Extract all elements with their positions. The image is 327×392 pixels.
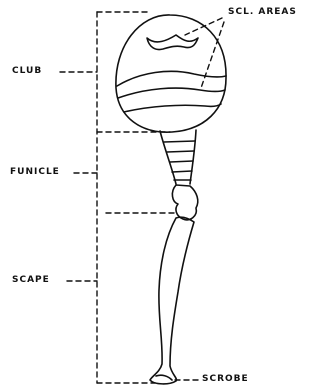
club-outline [116, 15, 226, 132]
funicle-segment-3 [170, 161, 193, 162]
funicle-left-edge [160, 131, 176, 184]
label-scl-areas: SCL. AREAS [228, 7, 297, 17]
scape [150, 217, 194, 384]
label-scrobe: SCROBE [202, 374, 249, 384]
club [116, 15, 226, 132]
funicle-segment-2 [167, 151, 194, 152]
scl-leader-1 [185, 18, 222, 35]
funicle-segment-4 [172, 171, 192, 172]
sclerotized-area-patch [147, 35, 198, 50]
bracket-lines [60, 12, 224, 383]
funicle [160, 130, 196, 184]
label-funicle: FUNICLE [10, 167, 60, 177]
club-band-2 [118, 88, 225, 98]
scrobe-fold [156, 375, 172, 380]
pedicel [172, 185, 197, 220]
label-club: CLUB [12, 66, 42, 76]
club-band-1 [117, 71, 226, 86]
funicle-segment-1 [164, 141, 195, 142]
club-band-3 [124, 104, 221, 112]
label-scape: SCAPE [12, 275, 50, 285]
funicle-right-edge [190, 130, 196, 184]
scl-leader-2 [201, 22, 224, 88]
